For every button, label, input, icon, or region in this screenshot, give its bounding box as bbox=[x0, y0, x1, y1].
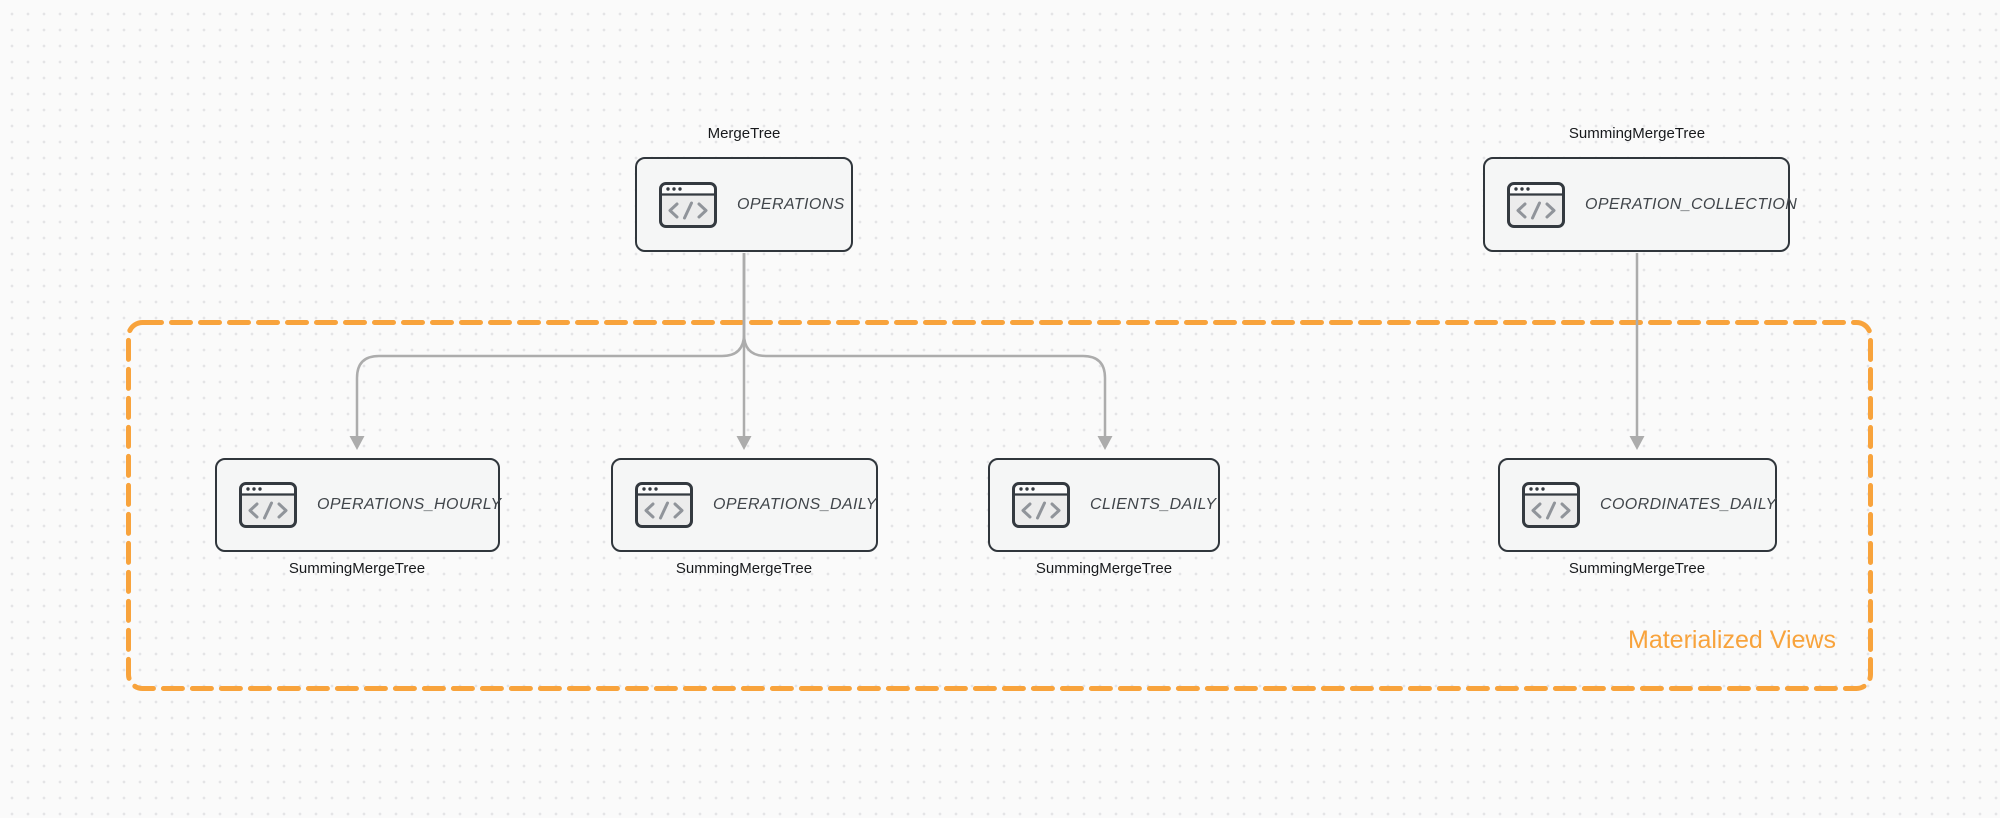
materialized-views-group-border bbox=[126, 320, 1873, 691]
engine-label-clients-daily: SummingMergeTree bbox=[1035, 560, 1173, 577]
node-label: OPERATIONS bbox=[737, 195, 845, 213]
node-operation-collection[interactable]: OPERATION_COLLECTION bbox=[1483, 157, 1797, 252]
engine-label-coordinates-daily: SummingMergeTree bbox=[1568, 560, 1706, 577]
code-window-icon bbox=[635, 482, 693, 528]
node-operations[interactable]: OPERATIONS bbox=[635, 157, 853, 252]
engine-label-operations-hourly: SummingMergeTree bbox=[288, 560, 426, 577]
code-window-icon bbox=[1012, 482, 1070, 528]
code-window-icon bbox=[1507, 181, 1565, 228]
edge-operations-to-clients-daily bbox=[742, 253, 1107, 437]
code-window-icon bbox=[239, 482, 297, 528]
node-label: OPERATION_COLLECTION bbox=[1585, 195, 1798, 213]
code-window-icon bbox=[1522, 482, 1580, 528]
code-window-icon bbox=[659, 181, 717, 228]
edge-operations-to-operations-hourly bbox=[355, 253, 746, 437]
node-operations-daily[interactable]: OPERATIONS_DAILY bbox=[611, 458, 878, 552]
node-label: CLIENTS_DAILY bbox=[1090, 496, 1217, 513]
node-label: COORDINATES_DAILY bbox=[1600, 496, 1777, 513]
arrowhead-operations-hourly bbox=[349, 436, 365, 450]
node-operations-hourly[interactable]: OPERATIONS_HOURLY bbox=[215, 458, 502, 552]
engine-label-operations: MergeTree bbox=[707, 125, 781, 142]
group-label-materialized-views: Materialized Views bbox=[1628, 626, 1836, 654]
engine-label-operations-daily: SummingMergeTree bbox=[675, 560, 813, 577]
node-coordinates-daily[interactable]: COORDINATES_DAILY bbox=[1498, 458, 1777, 552]
arrowhead-coordinates-daily bbox=[1629, 436, 1645, 450]
node-label: OPERATIONS_HOURLY bbox=[317, 496, 502, 513]
engine-label-operation-collection: SummingMergeTree bbox=[1568, 125, 1706, 142]
node-clients-daily[interactable]: CLIENTS_DAILY bbox=[988, 458, 1220, 552]
arrowhead-operations-daily bbox=[736, 436, 752, 450]
arrowhead-clients-daily bbox=[1097, 436, 1113, 450]
node-label: OPERATIONS_DAILY bbox=[713, 496, 877, 513]
